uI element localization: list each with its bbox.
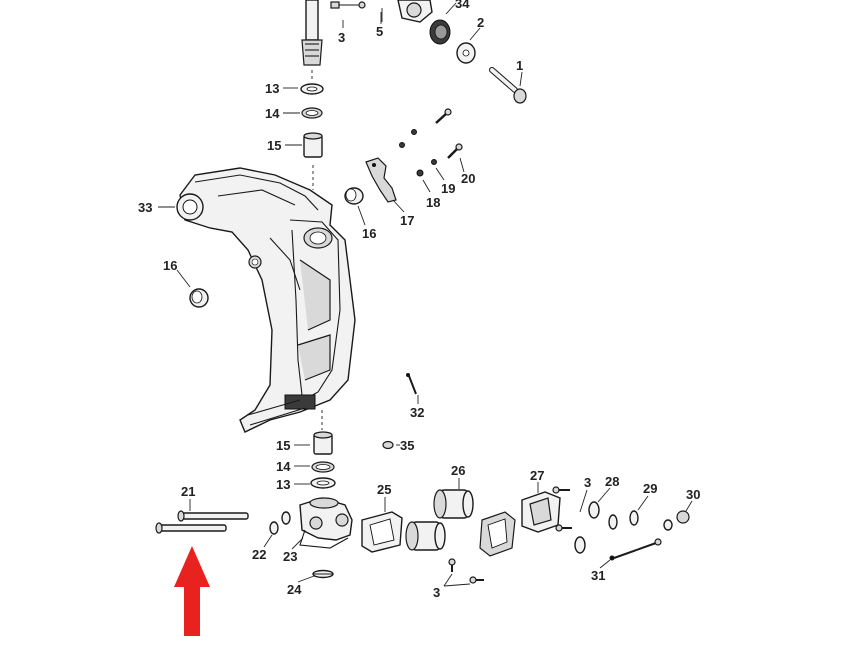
mount-part-26 (405, 489, 474, 551)
washer-part-13-top (300, 83, 324, 95)
yoke-part-23 (299, 497, 353, 549)
callout-labels: 3 5 34 2 1 13 14 15 20 19 18 17 16 33 16… (138, 0, 700, 600)
callout-16-lower: 16 (163, 258, 177, 273)
bolt-part-3-top (330, 1, 366, 9)
cap-part-2 (429, 19, 476, 64)
washers-part-22 (269, 511, 291, 535)
callout-27: 27 (530, 468, 544, 483)
callout-5: 5 (376, 24, 383, 39)
screw-top-right (435, 108, 452, 124)
callout-13-lower: 13 (276, 477, 290, 492)
red-arrow-icon (174, 546, 210, 636)
pin-part-32 (406, 373, 417, 395)
callout-1: 1 (516, 58, 523, 73)
callout-3-top: 3 (338, 30, 345, 45)
plate-part-25 (361, 511, 403, 553)
bolts-part-3-right (552, 486, 572, 532)
bushing-part-15-top (303, 132, 323, 190)
bolts-part-3-bottom (448, 558, 484, 584)
callout-21: 21 (181, 484, 195, 499)
callout-28: 28 (605, 474, 619, 489)
leader-lines (158, 2, 693, 587)
callout-33: 33 (138, 200, 152, 215)
pins-part-18-19 (399, 129, 437, 177)
callout-18: 18 (426, 195, 440, 210)
callout-25: 25 (377, 482, 391, 497)
callout-24: 24 (287, 582, 302, 597)
ring-part-14-lower (311, 461, 335, 473)
callout-2: 2 (477, 15, 484, 30)
callout-23: 23 (283, 549, 297, 564)
callout-13-top: 13 (265, 81, 279, 96)
callout-35: 35 (400, 438, 414, 453)
washer-part-24 (312, 569, 334, 579)
callout-32: 32 (410, 405, 424, 420)
washer-part-13-lower (310, 477, 336, 489)
washers-part-28 (574, 501, 600, 554)
plate-part-27 (521, 491, 561, 533)
callout-3-right: 3 (584, 475, 591, 490)
callout-34: 34 (455, 0, 470, 11)
screw-part-20 (447, 143, 463, 159)
ring-part-14-top (301, 107, 323, 119)
callout-3-bottom: 3 (433, 585, 440, 600)
callout-19: 19 (441, 181, 455, 196)
callout-30: 30 (686, 487, 700, 502)
steering-shaft (301, 0, 323, 80)
callout-14-top: 14 (265, 106, 280, 121)
bushing-part-16-lower (189, 288, 209, 308)
callout-31: 31 (591, 568, 605, 583)
swivel-bracket-part-33 (176, 167, 356, 433)
callout-22: 22 (252, 547, 266, 562)
bolts-part-21 (155, 510, 249, 534)
bracket-part-34 (397, 0, 433, 23)
callout-15-lower: 15 (276, 438, 290, 453)
bolt-part-1 (489, 67, 527, 104)
rod-part-31 (609, 538, 662, 561)
callout-26: 26 (451, 463, 465, 478)
callout-29: 29 (643, 481, 657, 496)
callout-20: 20 (461, 171, 475, 186)
callout-16-upper: 16 (362, 226, 376, 241)
washers-part-29 (608, 510, 639, 530)
callout-17: 17 (400, 213, 414, 228)
nut-part-30 (663, 510, 690, 531)
clamp-plate (479, 511, 516, 557)
callout-15-top: 15 (267, 138, 281, 153)
lever-assembly-part-17 (365, 157, 397, 203)
clip-part-35 (382, 440, 394, 450)
callout-14-lower: 14 (276, 459, 291, 474)
bushing-part-16-upper (344, 187, 364, 205)
bushing-part-15-lower (313, 410, 333, 455)
